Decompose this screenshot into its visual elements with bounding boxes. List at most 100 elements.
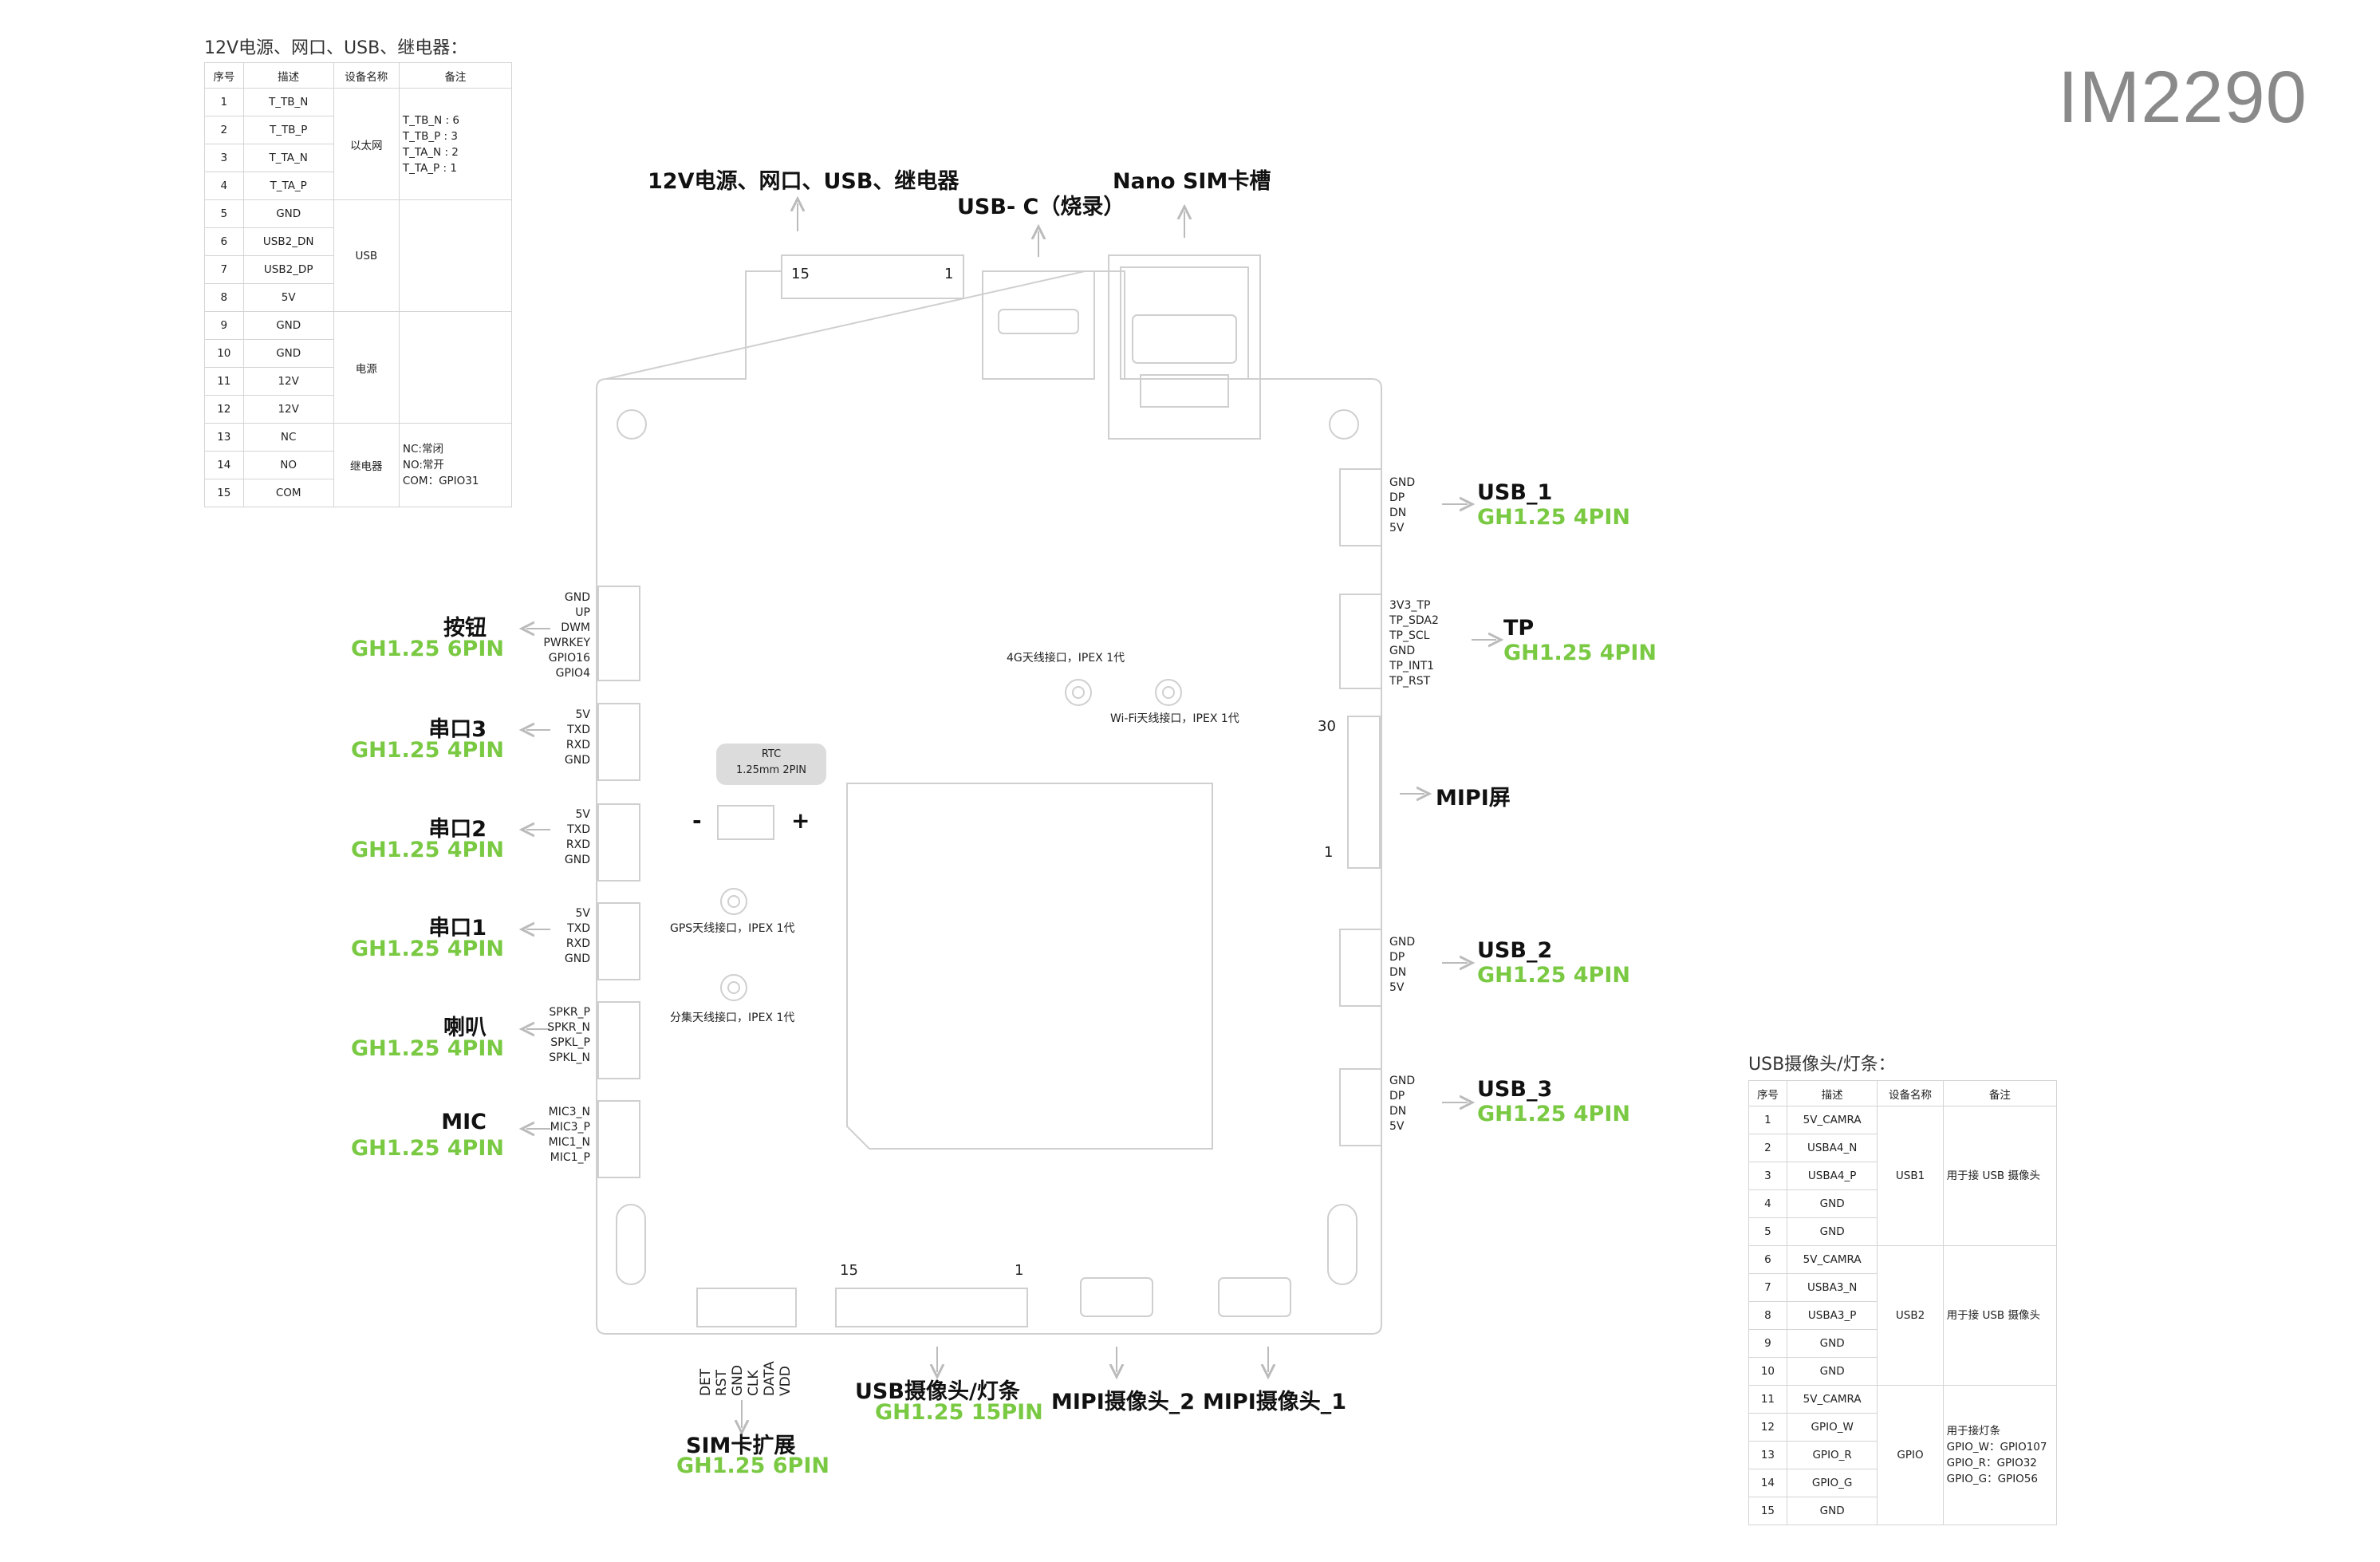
rtc-title: RTC [761,748,782,760]
board-outline [596,270,1382,1335]
sim-pin-label: RST [714,1370,730,1396]
row-index: 15 [1748,1497,1787,1525]
row-device: USB1 [1877,1106,1944,1246]
uart1-pins: 5V TXD RXD GND [564,907,590,965]
row-note [398,199,513,312]
row-index: 13 [204,423,244,452]
row-desc: T_TA_N [242,144,334,172]
uart3-type: GH1.25 4PIN [351,738,504,763]
mipi-cam2-label: MIPI摄像头_2 [1051,1390,1196,1414]
button-pins: GND UP DWM PWRKEY GPIO16 GPIO4 [543,591,590,680]
uart3-pins: 5V TXD RXD GND [564,708,590,767]
usbc-label: USB- C（烧录） [957,195,1125,219]
power-pin15: 15 [791,266,810,282]
uart2-pins: 5V TXD RXD GND [564,808,590,866]
ant-div-socket [720,974,747,1001]
row-device: 以太网 [333,88,400,200]
power-connector-label: 12V电源、网口、USB、继电器 [648,169,959,194]
speaker-pins: SPKR_P SPKR_N SPKL_P SPKL_N [547,1006,590,1064]
table2-caption: USB摄像头/灯条： [1748,1055,1896,1075]
row-index: 3 [204,144,244,172]
rtc-spec: 1.25mm 2PIN [735,764,807,776]
mipi-screen-label: MIPI屏 [1436,786,1511,811]
table-header: 设备名称 [1877,1080,1944,1106]
row-desc: USBA3_P [1786,1301,1878,1330]
ant-4g-socket [1065,679,1092,706]
row-desc: GND [242,311,334,340]
table-header: 备注 [398,62,513,89]
ant-wifi-label: Wi-Fi天线接口，IPEX 1代 [1110,712,1239,725]
mount-hole-tr [1329,409,1359,440]
table1-caption: 12V电源、网口、USB、继电器： [204,38,468,58]
row-desc: GND [1786,1357,1878,1386]
row-index: 8 [204,283,244,312]
power-pin1: 1 [944,266,954,282]
button-type: GH1.25 6PIN [351,637,504,661]
usb2-type: GH1.25 4PIN [1477,963,1630,988]
row-device: GPIO [1877,1385,1944,1525]
row-device: 继电器 [333,423,400,507]
mipi-cam1-connector [1218,1277,1291,1317]
mipi-cam2-connector [1080,1277,1153,1317]
row-desc: NO [242,451,334,479]
ant-div-label: 分集天线接口，IPEX 1代 [670,1012,795,1024]
row-desc: GPIO_W [1786,1413,1878,1442]
rtc-connector [717,805,774,840]
model-title: IM2290 [2058,57,2307,138]
ant-4g-label: 4G天线接口，IPEX 1代 [1007,652,1125,665]
speaker-label: 喇叭 [443,1016,487,1040]
table-header: 备注 [1942,1080,2058,1106]
row-note [398,311,513,424]
row-index: 5 [204,199,244,228]
row-desc: 12V [242,367,334,396]
sim-pin-label: VDD [778,1366,794,1396]
soc-chip [846,783,1213,1150]
row-index: 14 [204,451,244,479]
usb1-label: USB_1 [1477,480,1553,505]
row-device: USB [333,199,400,312]
usb3-label: USB_3 [1477,1077,1553,1102]
row-desc: T_TB_N [242,88,334,116]
usbcam-pin1: 1 [1015,1262,1024,1279]
usb3-pins: GND DP DN 5V [1389,1075,1416,1133]
sim-pin-label: DET [698,1368,714,1396]
mipi-screen-pin1: 1 [1324,844,1334,861]
row-index: 4 [204,172,244,200]
row-note: T_TB_N : 6 T_TB_P : 3 T_TA_N : 2 T_TA_P … [398,88,513,200]
usbcam-connector [835,1288,1028,1327]
row-index: 6 [204,227,244,256]
row-desc: GND [1786,1217,1878,1246]
table-header: 序号 [204,62,244,89]
table-header: 描述 [1786,1080,1878,1106]
power-connector [781,254,964,299]
usb2-label: USB_2 [1477,938,1553,963]
usb2-pins: GND DP DN 5V [1389,936,1416,994]
usbcam-label: USB摄像头/灯条 [855,1379,1020,1404]
sim-slot [1108,254,1261,440]
mount-slot-bl [616,1204,646,1285]
row-index: 12 [1748,1413,1787,1442]
row-index: 6 [1748,1245,1787,1274]
row-desc: 5V_CAMRA [1786,1106,1878,1134]
row-desc: GPIO_R [1786,1441,1878,1469]
tp-type: GH1.25 4PIN [1503,641,1657,665]
mic-pins: MIC3_N MIC3_P MIC1_N MIC1_P [548,1106,590,1164]
